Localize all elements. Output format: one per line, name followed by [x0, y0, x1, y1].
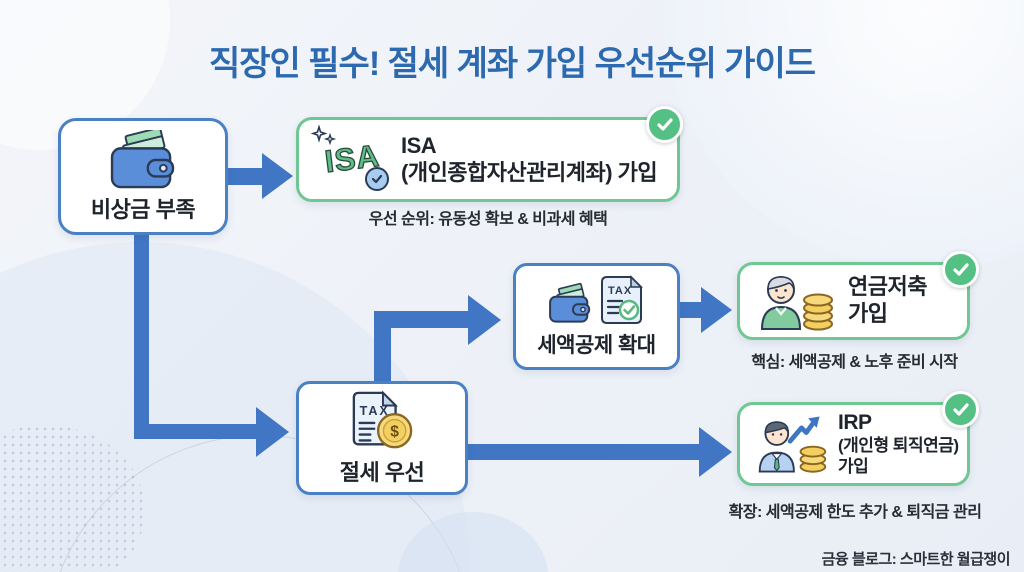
arrow-to-taxfirst-shaft — [134, 424, 258, 439]
isa-title: ISA — [401, 132, 437, 158]
isa-text-block: ISA (개인종합자산관리계좌) 가입 — [401, 132, 658, 187]
bg-dot-pattern — [0, 425, 145, 572]
arrow-emergency-down-shaft — [134, 233, 149, 439]
doc-tax-label: TAX — [360, 404, 390, 418]
irp-text-block: IRP (개인형 퇴직연금) 가입 — [838, 410, 959, 477]
arrow-taxfirst-up-shaft — [374, 311, 391, 383]
node-tax-credit: TAX 세액공제 확대 — [513, 263, 680, 370]
arrow-taxfirst-to-irp-shaft — [468, 444, 701, 460]
arrow-emergency-to-isa-shaft — [228, 168, 264, 185]
node-emergency-label: 비상금 부족 — [90, 196, 196, 222]
pension-subtitle: 가입 — [848, 301, 888, 326]
bg-blob — [398, 512, 548, 572]
wallet-tax-doc-icon: TAX — [548, 274, 643, 324]
arrow-to-taxfirst-head — [256, 407, 289, 457]
arrow-taxcredit-to-pension-head — [701, 287, 732, 333]
wallet-icon — [110, 129, 175, 188]
node-tax-first: TAX $ 절세 우선 — [296, 381, 468, 495]
pension-title: 연금저축 — [848, 274, 927, 300]
senior-man-coins-icon — [760, 276, 833, 331]
isa-logo-check-icon — [365, 166, 389, 191]
irp-title: IRP — [838, 411, 872, 435]
isa-logo-icon: ISA — [311, 124, 391, 191]
irp-subtitle: (개인형 퇴직연금) — [838, 436, 959, 456]
arrow-to-taxcredit-shaft — [374, 311, 470, 328]
page-title: 직장인 필수! 절세 계좌 가입 우선순위 가이드 — [208, 45, 816, 83]
pension-text-block: 연금저축 가입 — [848, 274, 927, 328]
node-isa: ISA ISA (개인종합자산관리계좌) 가입 — [296, 106, 683, 202]
tax-first-label: 절세 우선 — [339, 460, 425, 485]
arrow-taxfirst-to-irp-head — [699, 427, 732, 477]
coin-dollar-symbol: $ — [390, 424, 399, 441]
irp-caption: 확장: 세액공제 한도 추가 & 퇴직금 관리 — [728, 504, 982, 521]
arrow-emergency-to-isa-head — [262, 153, 293, 199]
sparkle-icon — [311, 124, 337, 145]
isa-subtitle: (개인종합자산관리계좌) 가입 — [401, 159, 658, 185]
node-emergency-fund: 비상금 부족 — [58, 118, 228, 235]
isa-caption: 우선 순위: 유동성 확보 & 비과세 혜택 — [368, 211, 608, 228]
doc-tax-label: TAX — [608, 285, 632, 297]
tax-credit-label: 세액공제 확대 — [537, 333, 656, 357]
tax-doc-coin-icon: TAX $ — [352, 390, 413, 449]
pension-check-badge-icon — [942, 251, 979, 288]
businessman-growth-coins-icon — [758, 416, 827, 473]
irp-check-badge-icon — [942, 391, 979, 428]
arrow-taxcredit-to-pension-shaft — [676, 302, 703, 318]
arrow-to-taxcredit-head — [468, 295, 501, 345]
isa-check-badge-icon — [646, 106, 683, 143]
footer-credit: 금융 블로그: 스마트한 월급쟁이 — [821, 551, 1011, 568]
node-irp: IRP (개인형 퇴직연금) 가입 — [737, 391, 979, 486]
node-pension: 연금저축 가입 — [737, 251, 979, 340]
pension-caption: 핵심: 세액공제 & 노후 준비 시작 — [751, 354, 958, 371]
irp-action: 가입 — [838, 456, 869, 476]
